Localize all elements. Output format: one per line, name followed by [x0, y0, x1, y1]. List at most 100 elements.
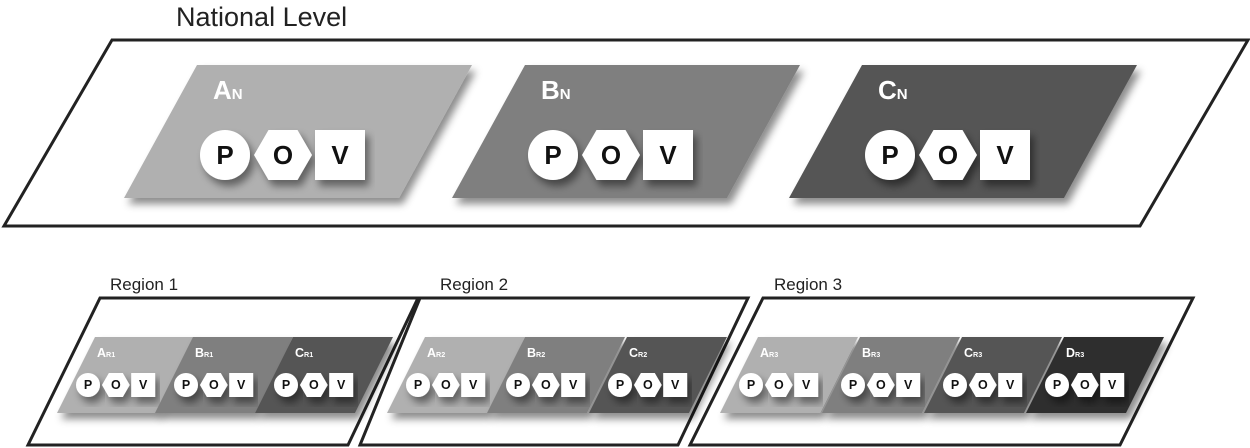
unit-subscript: R3 [769, 350, 778, 359]
unit-subscript: R2 [536, 350, 545, 359]
o-label: O [876, 378, 886, 392]
p-circle-icon [841, 373, 865, 397]
unit-subscript: R2 [436, 350, 445, 359]
unit-letter: C [295, 346, 304, 360]
unit-letter: B [527, 346, 536, 360]
v-square-icon [1100, 373, 1125, 397]
unit-label: BR3 [862, 346, 880, 360]
p-label: P [1053, 378, 1061, 392]
unit-letter: C [629, 346, 638, 360]
p-label: P [414, 378, 422, 392]
o-hexagon-icon [199, 373, 228, 397]
unit-letter: D [1066, 346, 1075, 360]
national-level-title: National Level [176, 2, 347, 32]
unit-subscript: R3 [1075, 350, 1084, 359]
v-label: V [237, 378, 246, 392]
unit-letter: B [541, 75, 560, 105]
p-label: P [544, 140, 561, 170]
v-label: V [1108, 378, 1117, 392]
unit-subscript: R2 [638, 350, 647, 359]
p-label: P [514, 378, 522, 392]
p-circle-icon [865, 130, 915, 180]
v-label: V [659, 140, 677, 170]
v-square-icon [461, 373, 486, 397]
v-label: V [469, 378, 478, 392]
p-circle-icon [200, 130, 250, 180]
p-circle-icon [506, 373, 530, 397]
v-square-icon [315, 130, 365, 180]
unit-subscript: R3 [973, 350, 982, 359]
unit-letter: C [964, 346, 973, 360]
o-hexagon-icon [299, 373, 328, 397]
unit-letter: A [97, 346, 106, 360]
unit-subscript: R1 [304, 350, 313, 359]
o-label: O [309, 378, 319, 392]
unit-label: AR2 [427, 346, 445, 360]
v-square-icon [998, 373, 1023, 397]
v-label: V [569, 378, 578, 392]
o-hexagon-icon [764, 373, 793, 397]
unit-subscript: N [897, 86, 908, 103]
unit-subscript: R1 [106, 350, 115, 359]
unit-label: AN [213, 75, 243, 105]
v-square-icon [561, 373, 586, 397]
o-hexagon-icon [866, 373, 895, 397]
v-square-icon [643, 130, 693, 180]
v-square-icon [896, 373, 921, 397]
p-label: P [849, 378, 857, 392]
o-label: O [643, 378, 653, 392]
unit-letter: A [213, 75, 232, 105]
unit-label: CN [878, 75, 908, 105]
unit-subscript: R3 [871, 350, 880, 359]
p-circle-icon [528, 130, 578, 180]
unit-label: CR1 [295, 346, 313, 360]
unit-label: AR1 [97, 346, 115, 360]
p-circle-icon [739, 373, 763, 397]
v-square-icon [131, 373, 156, 397]
unit-letter: C [878, 75, 897, 105]
o-label: O [441, 378, 451, 392]
v-label: V [904, 378, 913, 392]
o-hexagon-icon [919, 130, 977, 180]
v-square-icon [229, 373, 254, 397]
v-label: V [996, 140, 1014, 170]
v-square-icon [794, 373, 819, 397]
o-label: O [111, 378, 121, 392]
p-label: P [182, 378, 190, 392]
v-square-icon [329, 373, 354, 397]
o-label: O [774, 378, 784, 392]
p-circle-icon [76, 373, 100, 397]
p-label: P [616, 378, 624, 392]
v-square-icon [663, 373, 688, 397]
p-label: P [84, 378, 92, 392]
o-hexagon-icon [431, 373, 460, 397]
unit-subscript: R1 [204, 350, 213, 359]
o-hexagon-icon [633, 373, 662, 397]
unit-letter: A [760, 346, 769, 360]
p-label: P [951, 378, 959, 392]
v-label: V [331, 140, 349, 170]
p-circle-icon [943, 373, 967, 397]
p-label: P [747, 378, 755, 392]
unit-label: DR3 [1066, 346, 1084, 360]
o-hexagon-icon [1070, 373, 1099, 397]
unit-label: BN [541, 75, 571, 105]
o-label: O [273, 140, 293, 170]
p-circle-icon [274, 373, 298, 397]
unit-label: CR2 [629, 346, 647, 360]
o-label: O [978, 378, 988, 392]
unit-letter: A [427, 346, 436, 360]
